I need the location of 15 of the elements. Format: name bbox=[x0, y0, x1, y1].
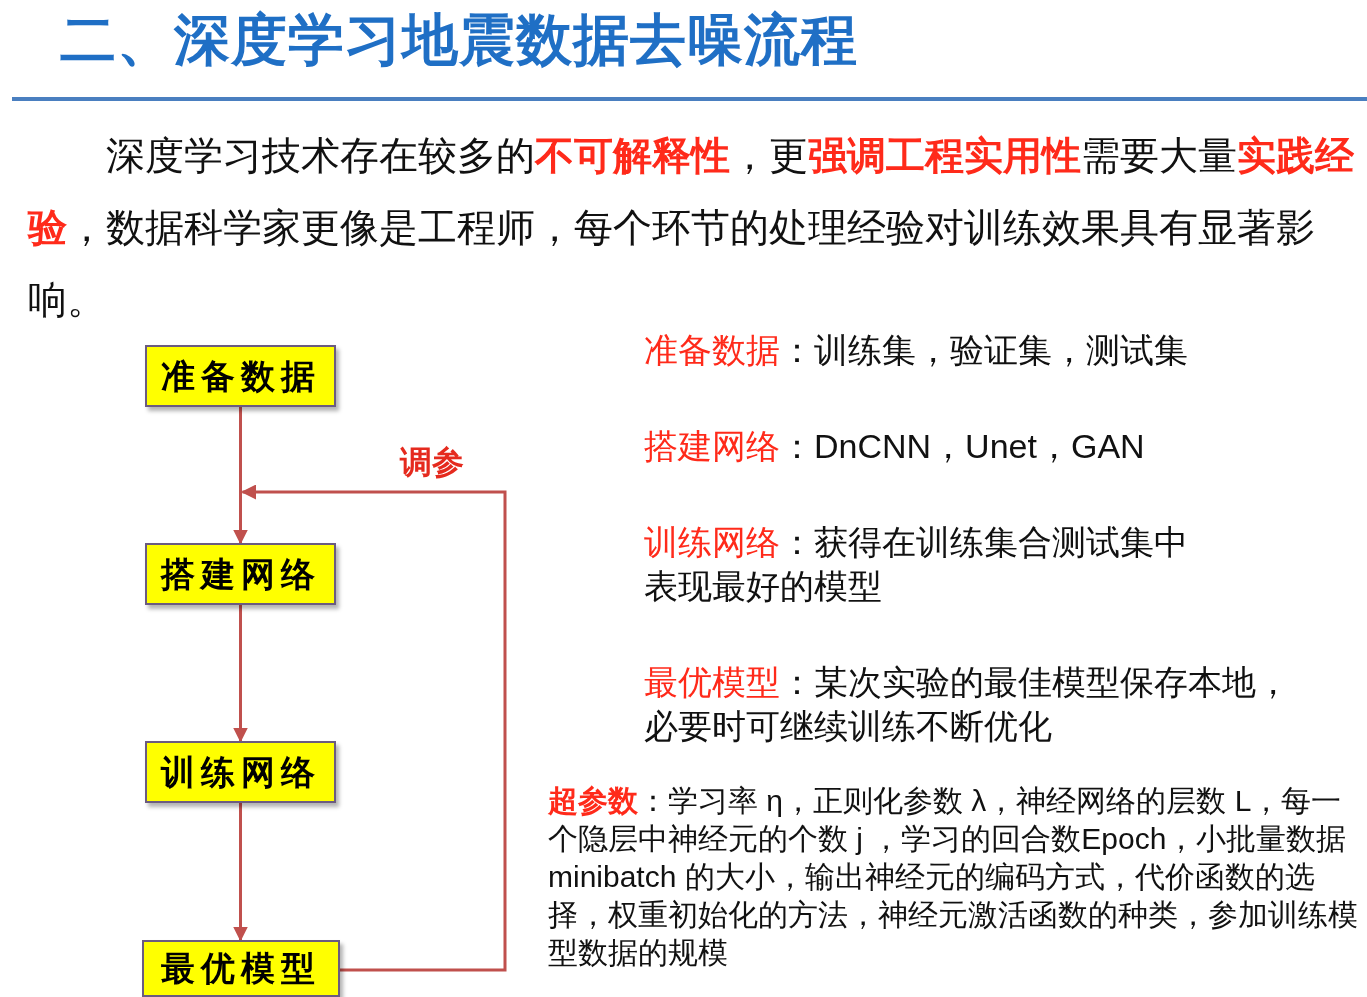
process-box: 最优模型 bbox=[142, 940, 340, 997]
intro-paragraph: 深度学习技术存在较多的不可解释性，更强调工程实用性需要大量实践经验，数据科学家更像是工程师，每个环节的处理经验对训练效果具有显著影响。 bbox=[28, 133, 1355, 323]
note-text: 超参数：学习率 η，正则化参数 λ，神经网络的层数 L，每一个隐层中神经元的个数 j ，学习的回合数Epoch，小批量数据 minibatch 的大小，输出神经元的编码方式，代价函数的选择，权重初始化的方法，神经元激活函数的种类，参加训练模型数据的规模 bbox=[548, 783, 1359, 971]
process-box: 准备数据 bbox=[145, 345, 336, 407]
arrow bbox=[233, 407, 248, 545]
arrow bbox=[233, 605, 248, 743]
note-text: 训练网络：获得在训练集合测试集中表现最好的模型 bbox=[644, 522, 1189, 607]
arrow bbox=[233, 803, 248, 942]
note-text: 准备数据：训练集，验证集，测试集 bbox=[644, 330, 1189, 371]
title: 二、深度学习地震数据去噪流程 bbox=[60, 7, 858, 73]
process-box: 训练网络 bbox=[145, 741, 336, 803]
arrow bbox=[241, 484, 507, 972]
note-text: 搭建网络：DnCNN，Unet，GAN bbox=[644, 426, 1146, 467]
note-text: 最优模型：某次实验的最佳模型保存本地，必要时可继续训练不断优化 bbox=[644, 662, 1291, 747]
process-box: 搭建网络 bbox=[145, 543, 336, 605]
